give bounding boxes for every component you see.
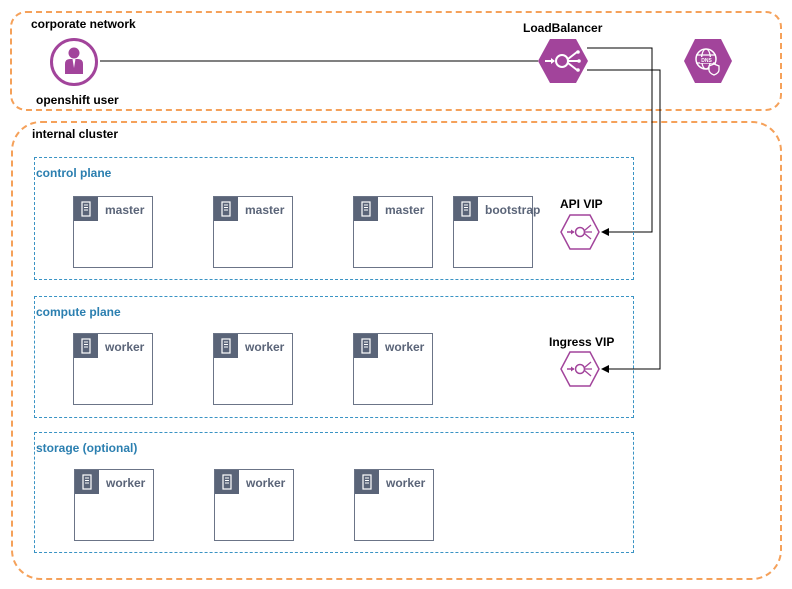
dns-icon-text: DNS	[701, 58, 712, 64]
server-icon	[354, 334, 378, 358]
node-label: master	[385, 203, 425, 217]
node-label: worker	[386, 476, 426, 490]
compute-plane-node-1: worker	[73, 333, 153, 405]
load-balancer-icon	[537, 38, 589, 84]
node-label: master	[105, 203, 145, 217]
internal-cluster-zone	[11, 121, 782, 580]
storage-node-3: worker	[354, 469, 434, 541]
control-plane-node-1: master	[73, 196, 153, 268]
control-plane-group: control plane	[34, 157, 634, 280]
compute-plane-group: compute plane	[34, 296, 634, 418]
server-icon	[75, 470, 99, 494]
control-plane-node-3: master	[353, 196, 433, 268]
server-icon	[74, 197, 98, 221]
server-icon	[454, 197, 478, 221]
storage-node-1: worker	[74, 469, 154, 541]
node-label: worker	[246, 476, 286, 490]
dns-icon: DNS	[683, 38, 733, 84]
server-icon	[74, 334, 98, 358]
user-label: openshift user	[36, 93, 119, 107]
server-icon	[215, 470, 239, 494]
internal-cluster-label: internal cluster	[32, 127, 119, 141]
load-balancer-label: LoadBalancer	[523, 21, 603, 35]
server-icon	[214, 334, 238, 358]
server-icon	[355, 470, 379, 494]
node-label: worker	[105, 340, 145, 354]
node-label: worker	[385, 340, 425, 354]
node-label: worker	[245, 340, 285, 354]
compute-plane-node-3: worker	[353, 333, 433, 405]
lb-to-api-vip-connector	[587, 47, 653, 236]
control-plane-node-2: master	[213, 196, 293, 268]
storage-label: storage (optional)	[36, 441, 138, 455]
server-icon	[354, 197, 378, 221]
api-vip-label: API VIP	[560, 197, 603, 211]
user-icon	[50, 38, 98, 86]
lb-to-ingress-vip-connector	[587, 69, 661, 373]
storage-node-2: worker	[214, 469, 294, 541]
compute-plane-label: compute plane	[36, 305, 121, 319]
ingress-vip-label: Ingress VIP	[549, 335, 615, 349]
storage-group: storage (optional)	[34, 432, 634, 553]
server-icon	[214, 197, 238, 221]
control-plane-node-4: bootstrap	[453, 196, 540, 268]
api-vip-icon	[560, 214, 600, 250]
ingress-vip-icon	[560, 351, 600, 387]
node-label: master	[245, 203, 285, 217]
corporate-network-zone	[10, 11, 782, 111]
node-label: bootstrap	[485, 203, 541, 217]
corporate-network-label: corporate network	[31, 17, 136, 31]
node-label: worker	[106, 476, 146, 490]
control-plane-label: control plane	[36, 166, 112, 180]
compute-plane-node-2: worker	[213, 333, 293, 405]
